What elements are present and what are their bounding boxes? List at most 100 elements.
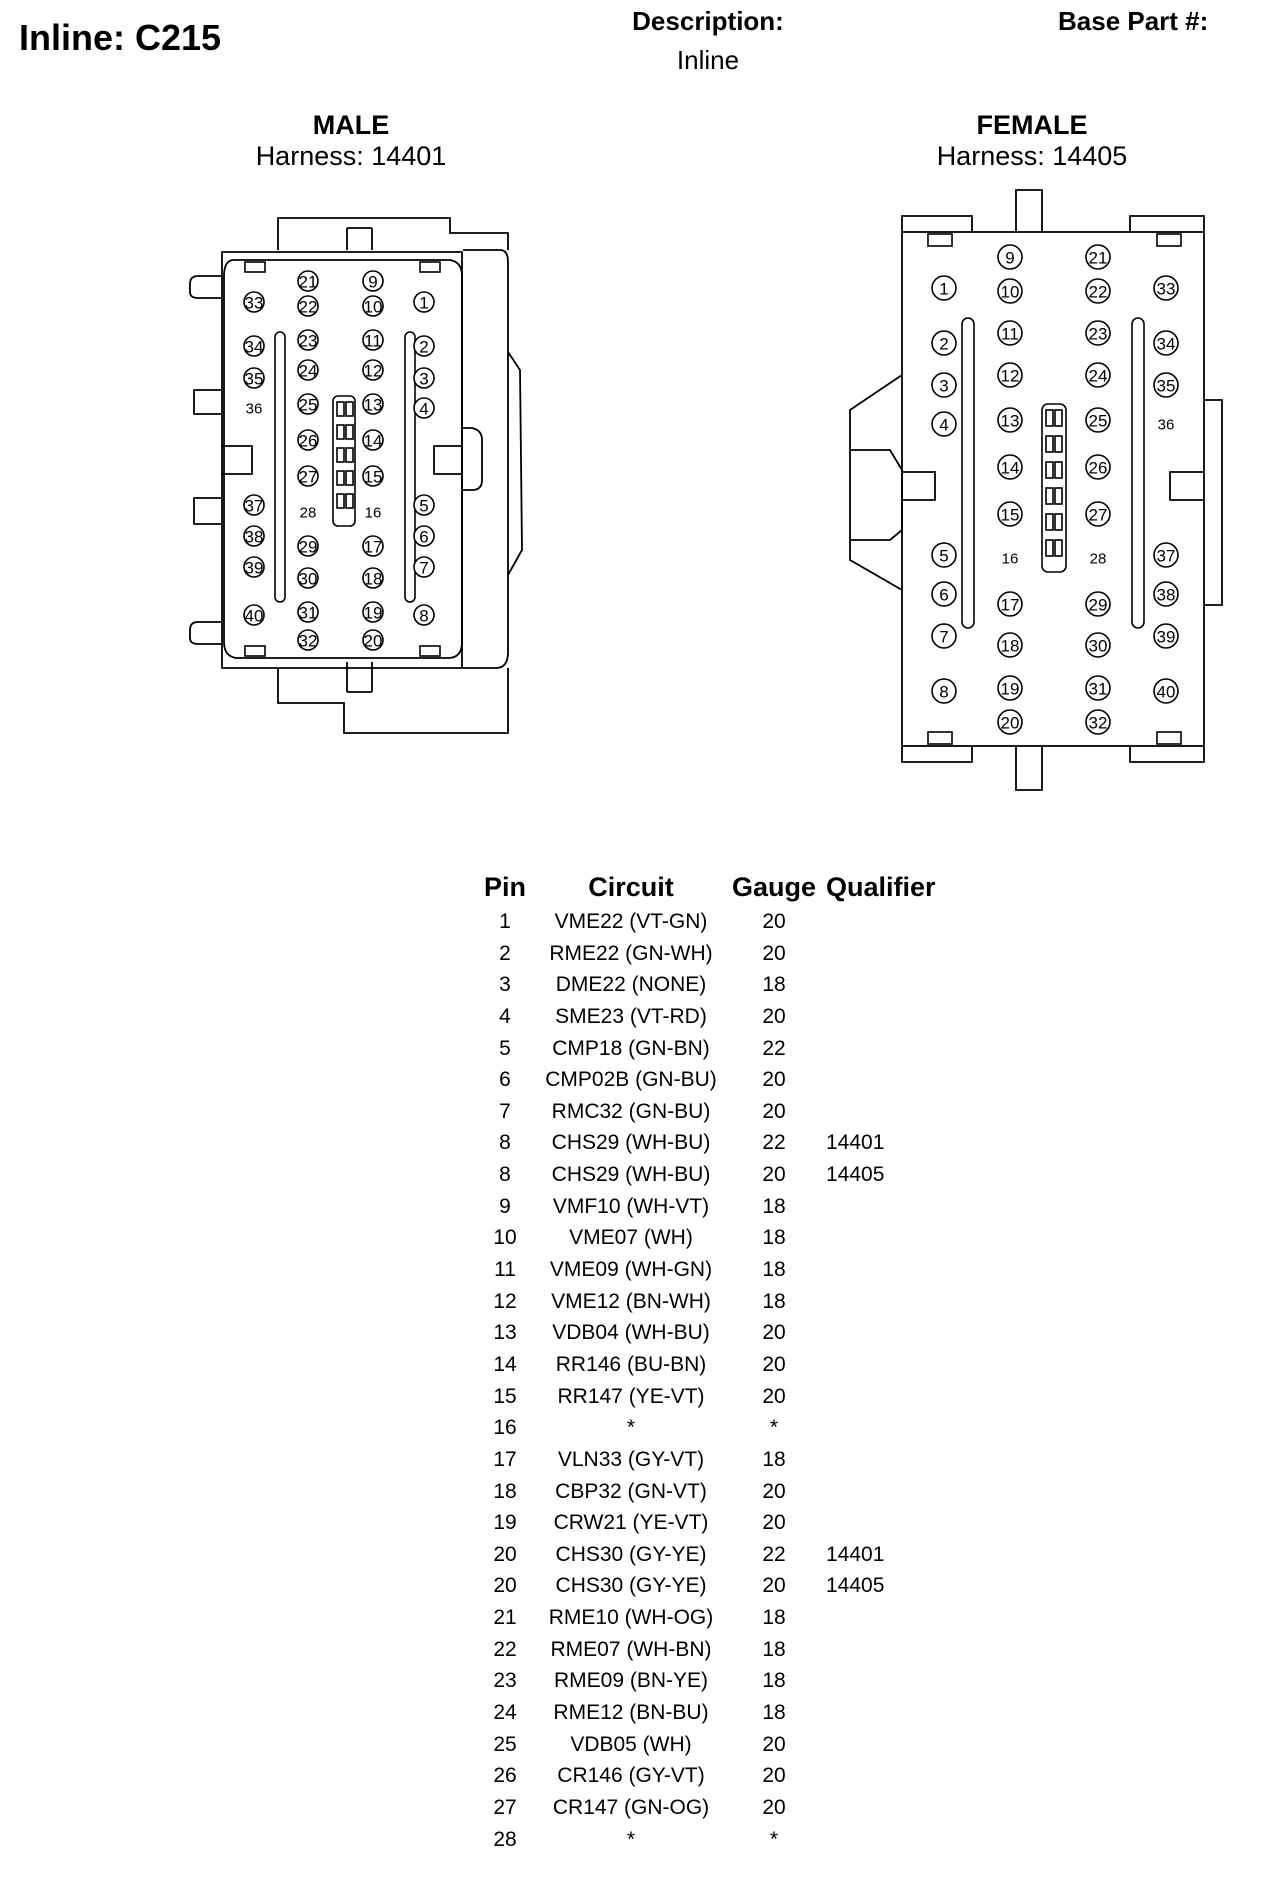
female-pin-5-marker (931, 542, 957, 568)
female-pin-20-marker (997, 709, 1023, 735)
female-pin-34-label: 34 (1157, 335, 1176, 354)
male-terminal-cavity (345, 424, 354, 440)
female-pin-14-marker (997, 454, 1023, 480)
pin-cell: 28 (493, 1827, 517, 1851)
female-pin-10-label: 10 (1001, 283, 1020, 302)
male-pin-5-label: 5 (419, 497, 428, 516)
circuit-cell: RME10 (WH-OG) (548, 1606, 714, 1630)
gauge-cell: 20 (762, 1479, 786, 1503)
circuit-cell: RR147 (YE-VT) (557, 1384, 705, 1408)
male-pin-32-marker (297, 629, 319, 651)
qualifier-cell (820, 1258, 946, 1290)
gauge-cell: 18 (762, 1447, 786, 1471)
table-row: 9 VMF10 (WH-VT) 18 (476, 1195, 946, 1227)
circuit-cell: VMF10 (WH-VT) (552, 1194, 710, 1218)
pin-cell: 8 (499, 1131, 511, 1155)
qualifier-cell (820, 1511, 946, 1543)
gauge-cell: 18 (762, 1226, 786, 1250)
male-pin-14-label: 14 (364, 432, 383, 451)
circuit-cell: RME09 (BN-YE) (553, 1669, 709, 1693)
qualifier-cell (820, 1385, 946, 1417)
pin-cell: 26 (493, 1764, 517, 1788)
male-connector-title: MALE (312, 110, 390, 140)
pin-cell: 24 (493, 1701, 517, 1725)
male-pin-31-label: 31 (299, 604, 318, 623)
female-pin-3-label: 3 (939, 377, 948, 396)
male-pin-37-marker (243, 494, 265, 516)
male-pin-16-label: 16 (365, 505, 382, 522)
male-pin-21-marker (297, 270, 319, 292)
gauge-cell: 20 (762, 941, 786, 965)
circuit-cell: CHS30 (GY-YE) (555, 1542, 707, 1566)
qualifier-cell (820, 1448, 946, 1480)
female-pin-40-label: 40 (1157, 683, 1176, 702)
male-terminal-cavity (336, 424, 345, 440)
table-row: 16** (476, 1416, 946, 1448)
female-pin-21-marker (1085, 244, 1111, 270)
pin-cell: 11 (494, 1258, 516, 1282)
female-pin-22-label: 22 (1089, 283, 1108, 302)
female-pin-1-label: 1 (939, 280, 948, 299)
male-pin-9-label: 9 (368, 273, 377, 292)
male-pin-10-label: 10 (364, 298, 383, 317)
female-pin-25-label: 25 (1089, 412, 1108, 431)
circuit-cell: VME12 (BN-WH) (551, 1289, 711, 1313)
male-pin-2-marker (413, 335, 435, 357)
circuit-cell: VDB05 (WH) (570, 1732, 692, 1756)
gauge-cell: 20 (762, 1163, 786, 1187)
qualifier-cell (820, 1290, 946, 1322)
male-pin-23-label: 23 (299, 332, 318, 351)
male-pin-7-label: 7 (419, 559, 428, 578)
male-pin-27-label: 27 (299, 468, 318, 487)
female-pin-32-marker (1085, 709, 1111, 735)
female-pin-31-label: 31 (1089, 680, 1108, 699)
male-pin-19-label: 19 (364, 604, 383, 623)
female-terminal-cavity (1054, 435, 1063, 453)
male-pin-4-marker (413, 397, 435, 419)
pin-cell: 15 (493, 1384, 517, 1408)
circuit-cell: VDB04 (WH-BU) (552, 1321, 710, 1345)
pin-cell: 9 (499, 1194, 511, 1218)
female-pin-28-label: 28 (1090, 551, 1107, 568)
female-pin-33-label: 33 (1157, 280, 1176, 299)
gauge-cell: 20 (762, 1099, 786, 1123)
pin-cell: 14 (493, 1352, 517, 1376)
male-terminal-cavity (336, 470, 345, 486)
female-pin-30-marker (1085, 632, 1111, 658)
pin-cell: 16 (493, 1416, 517, 1440)
female-connector-title: FEMALE (976, 110, 1088, 140)
qualifier-cell: 14405 (826, 1574, 885, 1598)
male-pin-29-marker (297, 535, 319, 557)
circuit-cell: CR146 (GY-VT) (557, 1764, 705, 1788)
female-pin-24-label: 24 (1089, 367, 1108, 386)
male-pin-19-marker (362, 601, 384, 623)
male-pin-35-label: 35 (245, 370, 264, 389)
pin-cell: 20 (493, 1542, 517, 1566)
male-pin-12-label: 12 (364, 362, 383, 381)
qualifier-cell (820, 942, 946, 974)
gauge-cell: 18 (762, 1669, 786, 1693)
gauge-cell: 18 (762, 973, 786, 997)
gauge-cell: 18 (762, 1194, 786, 1218)
female-pin-18-label: 18 (1001, 637, 1020, 656)
female-pin-6-marker (931, 581, 957, 607)
qualifier-cell (820, 1733, 946, 1765)
gauge-cell: 18 (762, 1606, 786, 1630)
female-pin-2-marker (931, 330, 957, 356)
circuit-cell: CMP18 (GN-BN) (552, 1036, 710, 1060)
female-pin-23-marker (1085, 320, 1111, 346)
circuit-cell: CHS30 (GY-YE) (555, 1574, 707, 1598)
qualifier-cell (820, 1669, 946, 1701)
male-pin-1-marker (413, 291, 435, 313)
qualifier-cell (820, 1037, 946, 1069)
header-circuit: Circuit (588, 872, 674, 902)
qualifier-cell (820, 1100, 946, 1132)
